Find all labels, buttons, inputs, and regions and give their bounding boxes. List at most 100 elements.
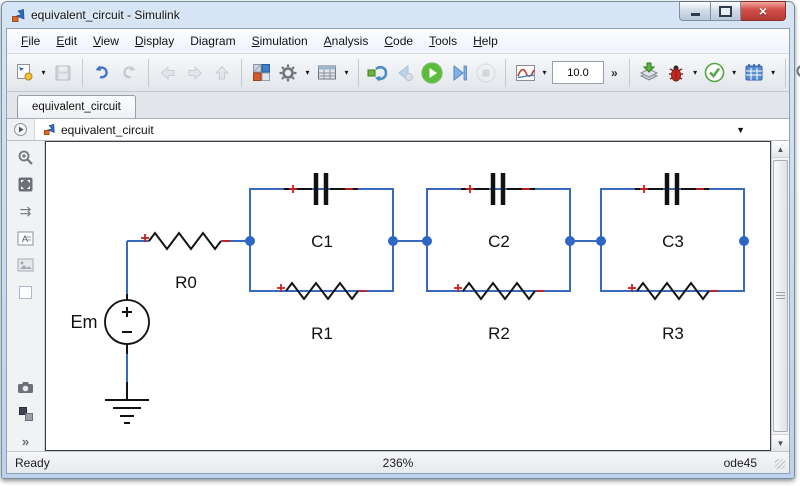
check-circle-icon bbox=[704, 62, 725, 83]
forward-arrow-icon bbox=[188, 65, 203, 80]
menu-analysis[interactable]: Analysis bbox=[323, 34, 369, 48]
close-button[interactable]: × bbox=[741, 1, 786, 21]
magnifier-icon bbox=[796, 64, 800, 77]
toolbar: ▾ bbox=[7, 54, 800, 92]
library-browser-icon bbox=[252, 64, 270, 81]
label-r3[interactable]: R3 bbox=[662, 324, 684, 343]
step-forward-button[interactable] bbox=[447, 60, 471, 86]
back-arrow-icon bbox=[160, 65, 175, 80]
minimize-button[interactable] bbox=[679, 1, 710, 21]
voltage-source-em[interactable] bbox=[104, 241, 150, 382]
undo-button[interactable] bbox=[90, 60, 114, 86]
label-em[interactable]: Em bbox=[71, 312, 98, 332]
forward-button[interactable] bbox=[183, 60, 207, 86]
tab-equivalent-circuit[interactable]: equivalent_circuit bbox=[17, 95, 136, 118]
label-c2[interactable]: C2 bbox=[488, 232, 510, 251]
menu-simulation[interactable]: Simulation bbox=[251, 34, 308, 48]
scroll-up-button[interactable]: ▲ bbox=[772, 141, 789, 158]
insert-image-button[interactable] bbox=[15, 255, 37, 275]
save-button[interactable] bbox=[51, 60, 75, 86]
simulation-display-button[interactable] bbox=[513, 60, 537, 86]
label-c1[interactable]: C1 bbox=[311, 232, 333, 251]
label-c3[interactable]: C3 bbox=[662, 232, 684, 251]
model-canvas[interactable]: Em R0 C1 R1 C2 R2 C3 R3 bbox=[45, 141, 771, 451]
label-r0[interactable]: R0 bbox=[175, 273, 197, 292]
configuration-dropdown[interactable]: ▾ bbox=[305, 68, 310, 77]
scroll-down-button[interactable]: ▼ bbox=[772, 434, 789, 451]
status-solver[interactable]: ode45 bbox=[723, 455, 757, 470]
run-button[interactable] bbox=[420, 60, 444, 86]
menu-display[interactable]: Display bbox=[134, 34, 175, 48]
signal-routing-button[interactable]: ⇉ bbox=[15, 201, 37, 221]
new-model-button[interactable] bbox=[12, 60, 36, 86]
tab-bar: equivalent_circuit bbox=[7, 92, 789, 119]
fit-to-view-button[interactable] bbox=[15, 174, 37, 194]
breadcrumb[interactable]: equivalent_circuit ▼ bbox=[35, 119, 789, 140]
stop-time-input[interactable] bbox=[552, 61, 604, 84]
gear-icon bbox=[279, 64, 297, 81]
browser-toggle-gutter bbox=[7, 119, 35, 140]
client-area: File Edit View Display Diagram Simulatio… bbox=[6, 28, 800, 474]
menu-diagram[interactable]: Diagram bbox=[190, 34, 236, 48]
undo-icon bbox=[95, 65, 108, 78]
model-configuration-button[interactable] bbox=[276, 60, 300, 86]
menu-file[interactable]: File bbox=[21, 34, 41, 48]
advisor-dropdown[interactable]: ▾ bbox=[732, 68, 737, 77]
zoom-magnifier-icon bbox=[18, 150, 33, 165]
image-icon bbox=[17, 258, 34, 272]
breadcrumb-model-name: equivalent_circuit bbox=[61, 122, 154, 137]
bug-icon bbox=[668, 65, 683, 81]
status-ready: Ready bbox=[15, 455, 50, 470]
minimize-icon bbox=[690, 13, 700, 16]
resize-grip[interactable] bbox=[775, 459, 785, 469]
debug-button[interactable] bbox=[664, 60, 688, 86]
viewmark-button[interactable] bbox=[15, 377, 37, 397]
zoom-button[interactable] bbox=[15, 147, 37, 167]
library-browser-button[interactable] bbox=[249, 60, 273, 86]
toolbar-separator bbox=[241, 58, 242, 87]
step-back-button[interactable] bbox=[393, 60, 417, 86]
title-bar[interactable]: equivalent_circuit - Simulink × bbox=[2, 1, 794, 28]
label-r2[interactable]: R2 bbox=[488, 324, 510, 343]
model-advisor-button[interactable] bbox=[703, 60, 727, 86]
series-resistor-r0[interactable] bbox=[127, 231, 250, 251]
redo-button[interactable] bbox=[117, 60, 141, 86]
show-browser-button[interactable] bbox=[13, 122, 28, 137]
sample-time-button[interactable] bbox=[15, 404, 37, 424]
menu-view[interactable]: View bbox=[93, 34, 119, 48]
model-explorer-button[interactable] bbox=[315, 60, 339, 86]
label-r1[interactable]: R1 bbox=[311, 324, 333, 343]
palette-more-button[interactable]: » bbox=[15, 431, 37, 451]
up-button[interactable] bbox=[210, 60, 234, 86]
explorer-dropdown[interactable]: ▾ bbox=[344, 68, 349, 77]
maximize-button[interactable] bbox=[710, 1, 741, 21]
menu-edit[interactable]: Edit bbox=[56, 34, 78, 48]
draw-box-button[interactable] bbox=[15, 282, 37, 302]
close-icon: × bbox=[758, 3, 768, 19]
debug-dropdown[interactable]: ▾ bbox=[693, 68, 698, 77]
toolbar-overflow-chevron[interactable]: » bbox=[611, 65, 618, 80]
up-arrow-icon bbox=[214, 65, 230, 79]
breadcrumb-caret-icon[interactable]: ▼ bbox=[736, 124, 745, 135]
ground-symbol[interactable] bbox=[105, 382, 149, 424]
fast-restart-button[interactable] bbox=[366, 60, 390, 86]
vertical-scrollbar[interactable]: ▲ ▼ bbox=[771, 141, 789, 451]
schedule-editor-button[interactable] bbox=[742, 60, 766, 86]
tool-palette: ⇉ A bbox=[7, 141, 45, 451]
new-model-dropdown[interactable]: ▾ bbox=[41, 68, 46, 77]
stop-button[interactable] bbox=[474, 60, 498, 86]
back-button[interactable] bbox=[156, 60, 180, 86]
menu-tools[interactable]: Tools bbox=[429, 34, 458, 48]
breadcrumb-row: equivalent_circuit ▼ bbox=[7, 119, 789, 141]
scrollbar-thumb[interactable] bbox=[773, 160, 788, 432]
build-model-button[interactable] bbox=[637, 60, 661, 86]
annotation-icon: A bbox=[17, 231, 34, 245]
menu-help[interactable]: Help bbox=[473, 34, 498, 48]
annotation-button[interactable]: A bbox=[15, 228, 37, 248]
status-bar: Ready 236% ode45 bbox=[7, 451, 789, 473]
simulation-display-dropdown[interactable]: ▾ bbox=[542, 68, 547, 77]
menu-code[interactable]: Code bbox=[384, 34, 414, 48]
schedule-dropdown[interactable]: ▾ bbox=[771, 68, 776, 77]
find-button[interactable] bbox=[793, 60, 800, 86]
